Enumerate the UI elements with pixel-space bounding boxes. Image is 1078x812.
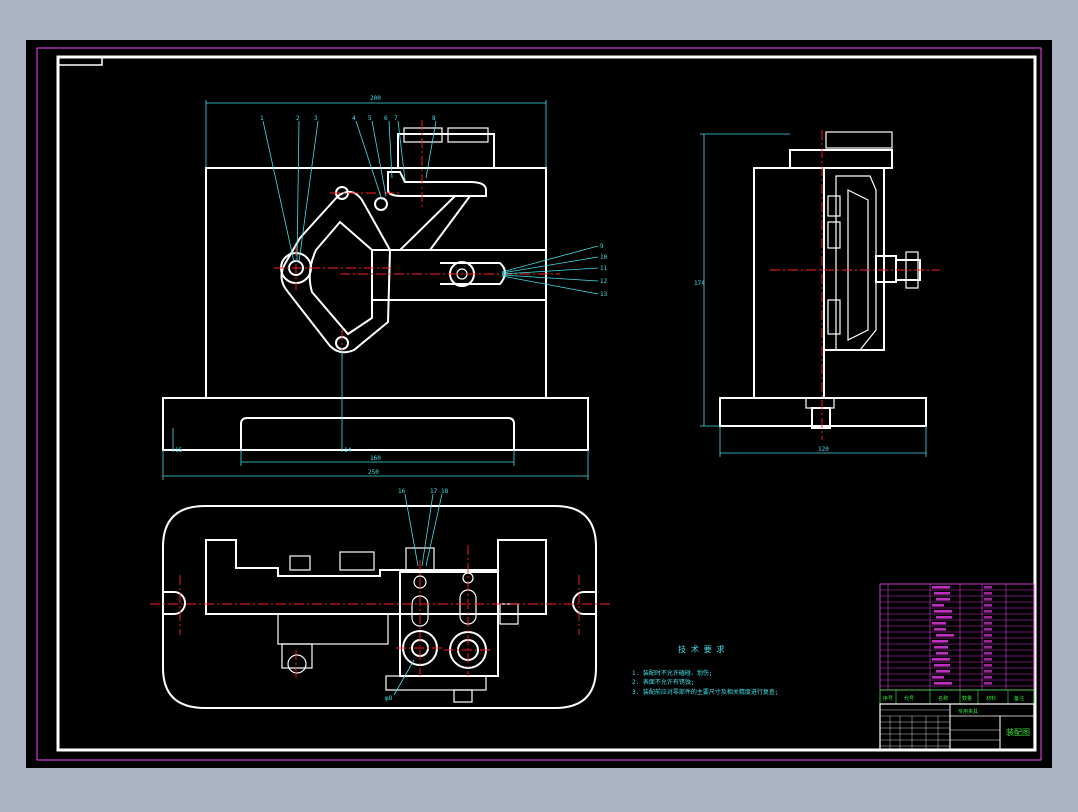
parts-list-entry-mark <box>932 604 944 607</box>
tb-drawing-name: 装配图 <box>1006 727 1030 737</box>
parts-list-entry-mark <box>934 646 948 649</box>
parts-list-entry-mark <box>936 616 952 619</box>
balloon-4: 4 <box>352 115 356 122</box>
parts-list-qty-mark <box>984 634 992 637</box>
parts-list-qty-mark <box>984 682 992 685</box>
slide-bar <box>371 249 547 301</box>
parts-list-entry-mark <box>936 634 954 637</box>
parts-list-entry-mark <box>934 628 946 631</box>
dim-base-width: 250 <box>368 469 379 476</box>
parts-list-entry-mark <box>932 586 950 589</box>
parts-list-qty-mark <box>984 646 992 649</box>
tb-label-note: 备注 <box>1014 695 1024 702</box>
balloon-15: 15 <box>175 447 183 454</box>
balloon-13: 13 <box>600 291 608 298</box>
tb-label-qty: 数量 <box>962 695 972 702</box>
balloon-12: 12 <box>600 278 608 285</box>
dim-base-slot: 160 <box>370 455 381 462</box>
balloon-18: 18 <box>441 488 449 495</box>
parts-list-entry-mark <box>936 652 948 655</box>
parts-list-qty-mark <box>984 676 992 679</box>
parts-list-qty-mark <box>984 670 992 673</box>
parts-list-qty-mark <box>984 616 992 619</box>
parts-list-qty-mark <box>984 598 992 601</box>
sheet-outer-border <box>36 47 1042 761</box>
sheet-code-box <box>57 56 103 66</box>
parts-list-entry-mark <box>936 670 950 673</box>
balloon-11: 11 <box>600 265 608 272</box>
side-view[interactable]: 174 120 <box>694 130 940 457</box>
tb-label-mat: 材料 <box>986 695 996 702</box>
linkage-plate <box>280 190 392 354</box>
technical-requirements[interactable]: 技 术 要 求 1. 装配时不允许磕碰、划伤; 2. 表面不允许有锈蚀; 3. … <box>632 644 778 696</box>
parts-list-qty-mark <box>984 652 992 655</box>
parts-list-qty-mark <box>984 658 992 661</box>
sheet-inner-border <box>56 55 1037 752</box>
title-block[interactable]: 序号 代号 名称 数量 材料 备注 专用夹具 装配图 <box>879 689 1035 751</box>
parts-list-entry-mark <box>934 682 952 685</box>
parts-list-qty-mark <box>984 592 992 595</box>
note-3: 3. 装配前应对零部件的主要尺寸及相关精度进行复查; <box>632 688 778 696</box>
tb-label-no: 序号 <box>883 695 893 702</box>
parts-list-qty-mark <box>984 610 992 613</box>
dim-side-height: 174 <box>694 280 705 287</box>
balloon-2: 2 <box>296 115 300 122</box>
parts-list-entry-mark <box>932 658 950 661</box>
parts-list-entry-mark <box>932 640 948 643</box>
clamp-block <box>397 133 495 169</box>
parts-list-qty-mark <box>984 586 992 589</box>
parts-list-entry-mark <box>934 610 952 613</box>
balloon-14: 14 <box>344 447 352 454</box>
top-body <box>205 539 547 615</box>
parts-list-entry-mark <box>932 622 946 625</box>
parts-list-qty-mark <box>984 622 992 625</box>
tb-company: 专用夹具 <box>958 708 978 715</box>
balloon-7: 7 <box>394 115 398 122</box>
balloon-3: 3 <box>314 115 318 122</box>
parts-list-entry-mark <box>936 598 950 601</box>
tb-label-name: 名称 <box>938 695 948 702</box>
balloon-8: 8 <box>432 115 436 122</box>
parts-list[interactable] <box>879 583 1035 691</box>
hole-label: φ8 <box>385 695 393 702</box>
note-2: 2. 表面不允许有锈蚀; <box>632 678 694 686</box>
balloon-9: 9 <box>600 243 604 250</box>
parts-list-entry-mark <box>934 592 950 595</box>
notes-title: 技 术 要 求 <box>678 644 724 654</box>
dim-side-width: 120 <box>818 446 829 453</box>
front-view[interactable]: 200 <box>162 95 608 480</box>
balloon-6: 6 <box>384 115 388 122</box>
parts-list-qty-mark <box>984 628 992 631</box>
note-1: 1. 装配时不允许磕碰、划伤; <box>632 669 712 677</box>
drawing-sheet <box>26 40 1052 768</box>
top-base-outline <box>162 505 597 709</box>
balloon-5: 5 <box>368 115 372 122</box>
dim-top-width: 200 <box>370 95 381 102</box>
base-slot <box>240 417 515 450</box>
tb-label-code: 代号 <box>904 695 914 702</box>
parts-list-qty-mark <box>984 640 992 643</box>
balloon-1: 1 <box>260 115 264 122</box>
parts-list-entry-mark <box>934 664 950 667</box>
balloon-10: 10 <box>600 254 608 261</box>
balloon-17: 17 <box>430 488 438 495</box>
base-plate <box>162 397 589 451</box>
balloon-16: 16 <box>398 488 406 495</box>
parts-list-qty-mark <box>984 664 992 667</box>
parts-list-qty-mark <box>984 604 992 607</box>
top-view[interactable]: 16 17 18 φ8 <box>150 488 610 709</box>
parts-list-entry-mark <box>932 676 944 679</box>
